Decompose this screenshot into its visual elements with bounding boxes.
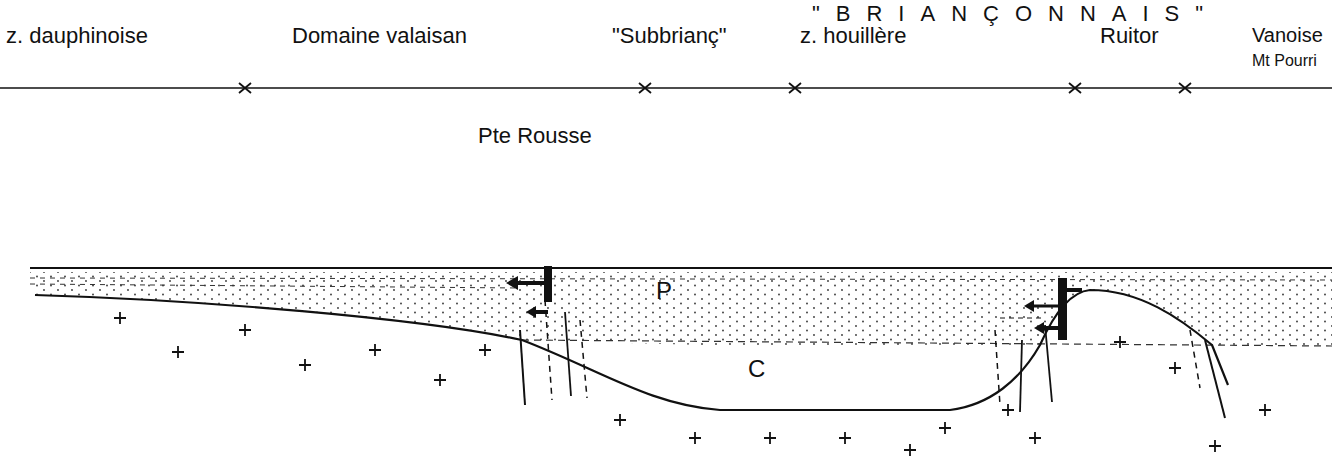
domain-heading: "BRIANÇONNAIS" <box>812 2 1219 26</box>
zone-label: "Subbrianç" <box>612 24 727 48</box>
unit-letter: C <box>748 356 765 382</box>
zone-label: Vanoise <box>1252 24 1323 46</box>
zone-boundary-ticks <box>239 83 1191 93</box>
basement-crosses <box>114 312 1271 456</box>
zone-label: Ruitor <box>1100 24 1159 48</box>
zone-label: z. houillère <box>800 24 906 48</box>
locality-label: Mt Pourri <box>1252 52 1317 70</box>
surface-line <box>30 267 1332 269</box>
dashed-layer <box>30 278 1332 288</box>
thrust-symbols <box>506 266 1082 340</box>
zone-label: Domaine valaisan <box>292 24 467 48</box>
locality-label: Pte Rousse <box>478 124 592 148</box>
zone-label: z. dauphinoise <box>6 24 148 48</box>
zone-axis <box>0 87 1332 89</box>
faults <box>520 300 1225 418</box>
unit-letter: P <box>656 278 672 304</box>
cover-stipple <box>30 272 1332 345</box>
basement-contact <box>35 290 1228 410</box>
